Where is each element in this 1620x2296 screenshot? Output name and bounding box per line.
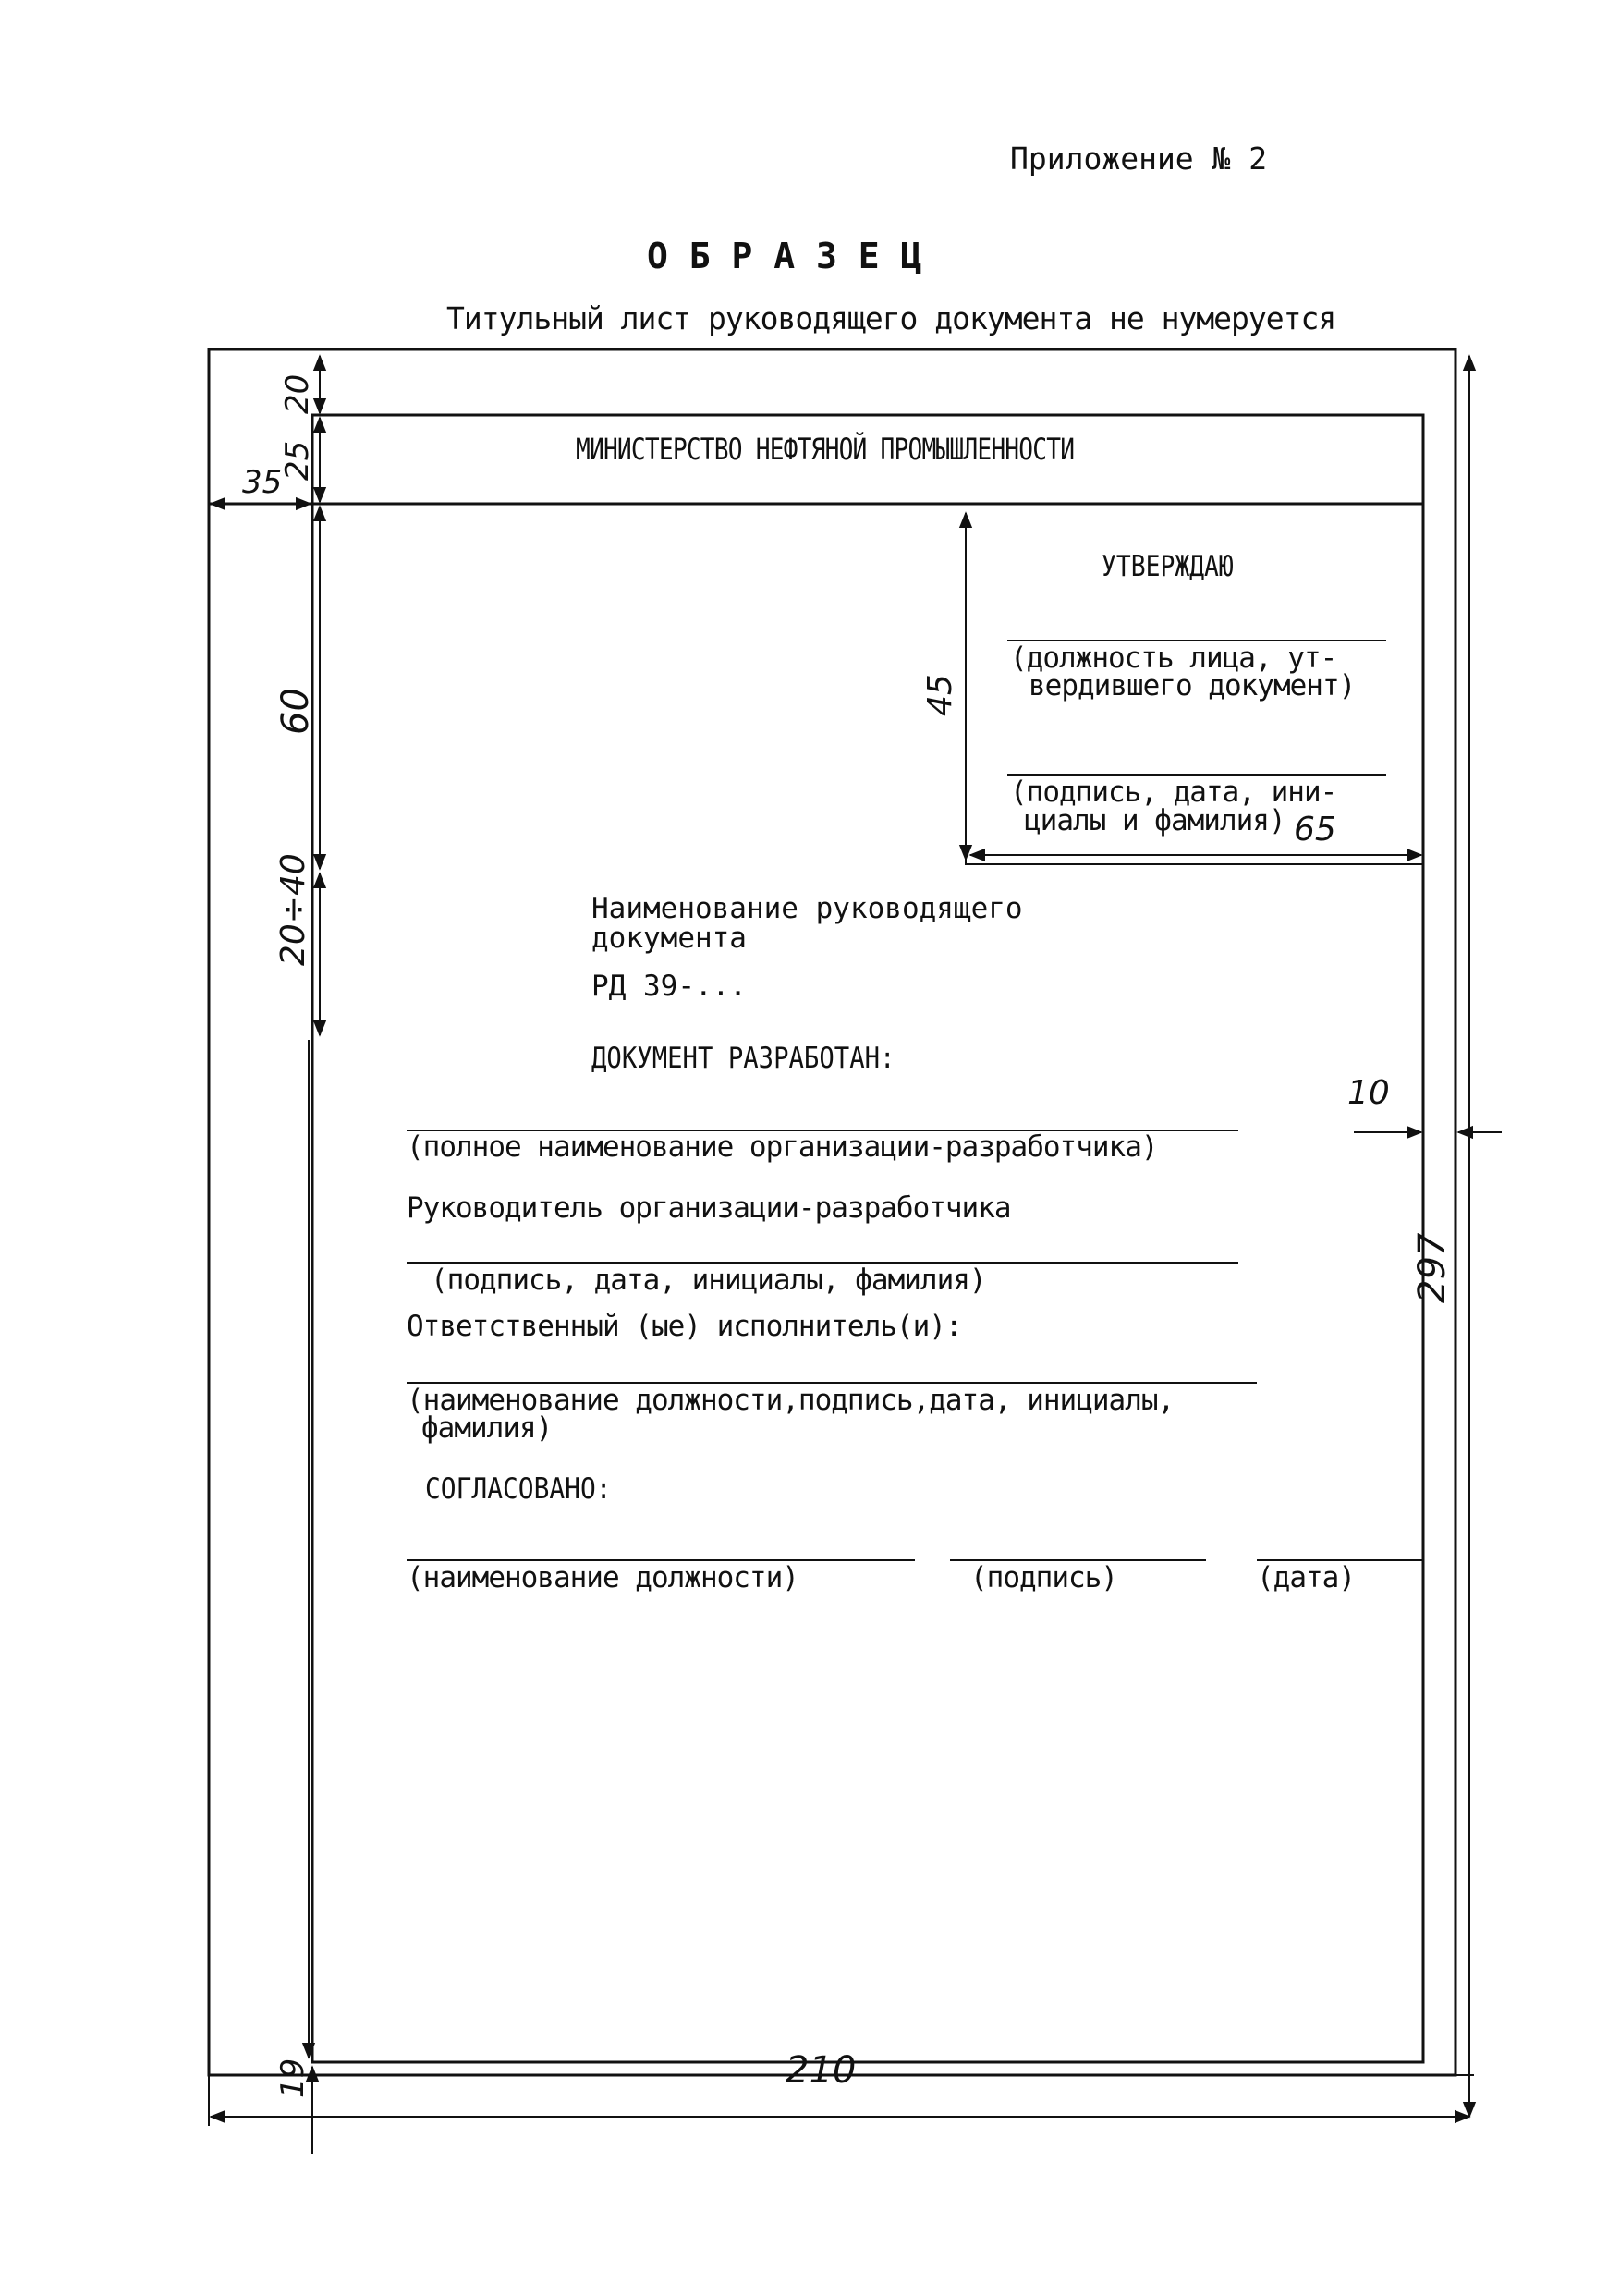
executors-label: Ответственный (ые) исполнитель(и): [407, 1310, 963, 1343]
sample-title: О Б Р А З Е Ц [647, 236, 922, 276]
outer-page-border [207, 348, 1457, 2077]
dim-label-19: 19 [274, 2058, 311, 2098]
approve-position-line2: вердившего документ) [1029, 669, 1356, 702]
dim-label-20: 20 [279, 373, 316, 414]
approve-heading: УТВЕРЖДАЮ [1102, 550, 1234, 583]
dim-label-210: 210 [786, 2049, 857, 2092]
agreed-label: СОГЛАСОВАНО: [425, 1472, 612, 1506]
doc-code: РД 39-... [591, 970, 747, 1003]
executor-details-line1: (наименование должности,подпись,дата, ин… [407, 1384, 1175, 1417]
agreed-date: (дата) [1257, 1561, 1356, 1594]
subtitle: Титульный лист руководящего документа не… [446, 300, 1336, 336]
agreed-position: (наименование должности) [407, 1561, 799, 1594]
org-full-name: (полное наименование организации-разрабо… [407, 1130, 1159, 1164]
dim-label-297: 297 [1411, 1232, 1454, 1303]
approve-signature-line1: (подпись, дата, ини- [1010, 776, 1337, 809]
approve-position-line1: (должность лица, ут- [1010, 641, 1337, 675]
doc-name-line1: Наименование руководящего [591, 892, 1023, 925]
dim-label-25: 25 [279, 440, 316, 481]
appendix-label: Приложение № 2 [1010, 140, 1268, 177]
executor-details-line2: фамилия) [421, 1411, 553, 1445]
dim-label-10: 10 [1347, 1074, 1390, 1112]
dim-label-45: 45 [921, 674, 959, 716]
dim-label-60: 60 [274, 688, 317, 735]
approve-signature-line2: циалы и фамилия) [1024, 804, 1286, 837]
dim-label-20-40: 20÷40 [274, 853, 312, 966]
head-signature: (подпись, дата, инициалы, фамилия) [431, 1264, 987, 1297]
dim-label-65: 65 [1294, 811, 1336, 849]
developed-by: ДОКУМЕНТ РАЗРАБОТАН: [591, 1042, 895, 1075]
doc-name-line2: документа [591, 922, 747, 955]
ministry-heading: МИНИСТЕРСТВО НЕФТЯНОЙ ПРОМЫШЛЕННОСТИ [576, 432, 1075, 467]
agreed-signature: (подпись) [970, 1561, 1118, 1594]
dim-label-35: 35 [242, 464, 283, 501]
org-head: Руководитель организации-разработчика [407, 1191, 1012, 1225]
